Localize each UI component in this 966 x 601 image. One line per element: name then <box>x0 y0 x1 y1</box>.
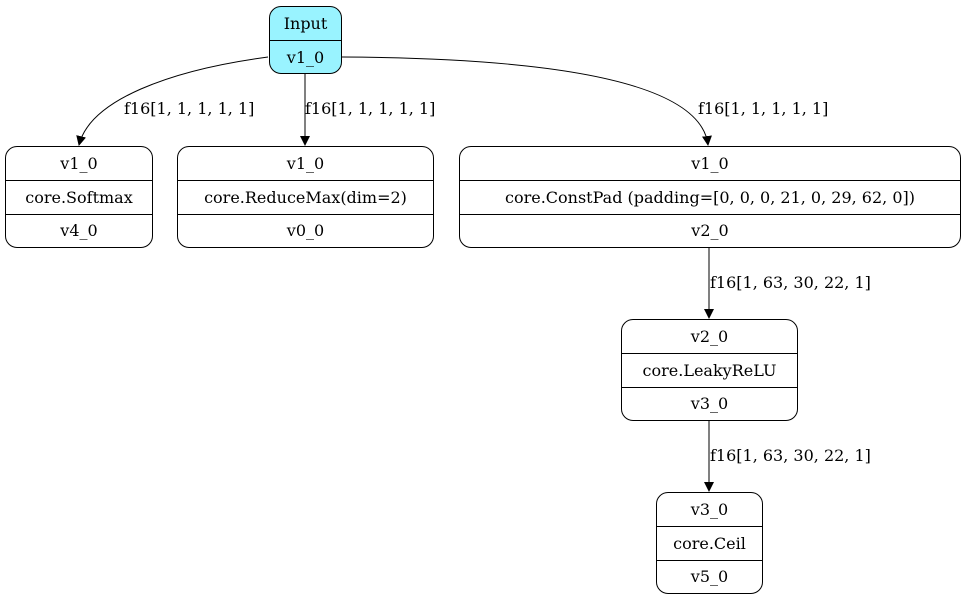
edge-label-input-constpad: f16[1, 1, 1, 1, 1] <box>698 99 829 118</box>
node-reducemax-op: core.ReduceMax(dim=2) <box>178 180 433 213</box>
edge-label-input-reducemax: f16[1, 1, 1, 1, 1] <box>305 99 436 118</box>
node-softmax-op: core.Softmax <box>6 180 152 213</box>
node-ceil[interactable]: v3_0 core.Ceil v5_0 <box>656 492 763 594</box>
edge-label-input-softmax: f16[1, 1, 1, 1, 1] <box>124 99 255 118</box>
edge-input-softmax <box>76 56 269 146</box>
node-leakyrelu[interactable]: v2_0 core.LeakyReLU v3_0 <box>621 319 798 421</box>
node-ceil-input: v3_0 <box>690 500 729 520</box>
node-reducemax[interactable]: v1_0 core.ReduceMax(dim=2) v0_0 <box>177 146 434 248</box>
node-ceil-output: v5_0 <box>657 559 762 593</box>
edge-label-constpad-leakyrelu: f16[1, 63, 30, 22, 1] <box>710 273 871 292</box>
node-leakyrelu-output: v3_0 <box>622 386 797 420</box>
node-softmax-output: v4_0 <box>6 213 152 247</box>
node-leakyrelu-input: v2_0 <box>690 327 729 347</box>
node-constpad[interactable]: v1_0 core.ConstPad (padding=[0, 0, 0, 21… <box>459 146 961 248</box>
node-reducemax-output: v0_0 <box>178 213 433 247</box>
node-ceil-op: core.Ceil <box>657 526 762 559</box>
node-constpad-input: v1_0 <box>691 154 729 174</box>
node-input-title: Input <box>283 14 328 33</box>
node-input[interactable]: Input v1_0 <box>269 6 342 74</box>
node-softmax-input: v1_0 <box>60 154 98 174</box>
node-input-output: v1_0 <box>270 40 341 73</box>
node-constpad-op: core.ConstPad (padding=[0, 0, 0, 21, 0, … <box>460 180 960 213</box>
node-reducemax-input: v1_0 <box>286 154 325 174</box>
edge-input-constpad <box>341 56 712 146</box>
node-softmax[interactable]: v1_0 core.Softmax v4_0 <box>5 146 153 248</box>
node-leakyrelu-op: core.LeakyReLU <box>622 353 797 386</box>
node-constpad-output: v2_0 <box>460 213 960 247</box>
edge-label-leakyrelu-ceil: f16[1, 63, 30, 22, 1] <box>710 446 871 465</box>
